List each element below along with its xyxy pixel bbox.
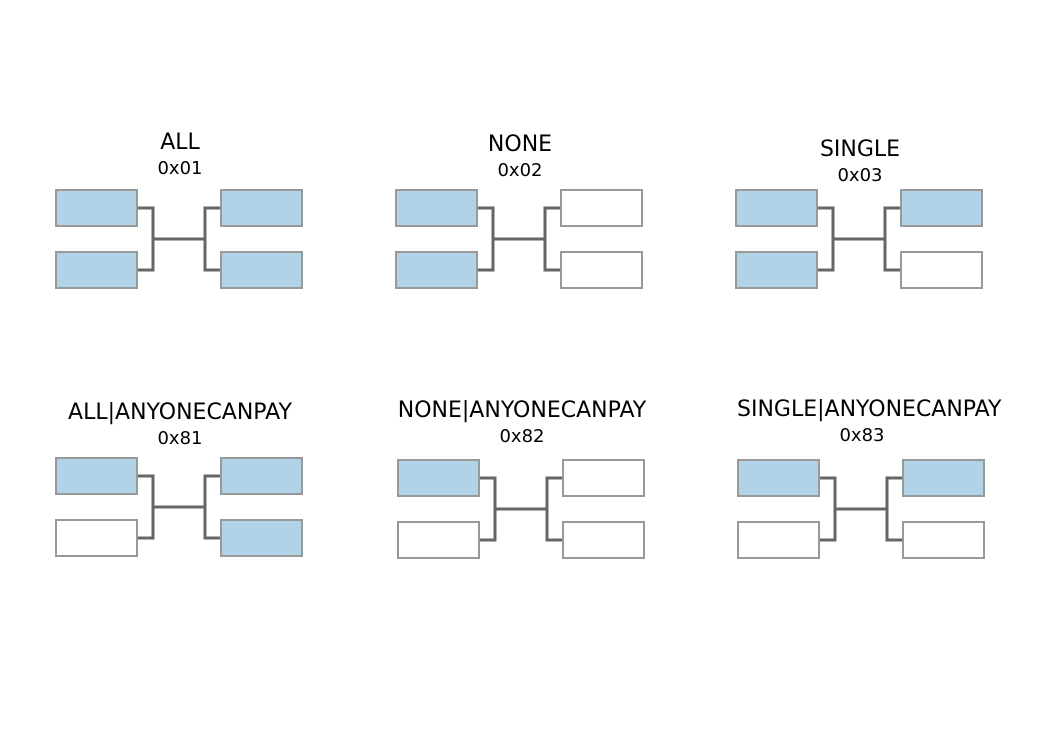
output-box-unsigned [560, 189, 643, 227]
bracket-graphic [735, 189, 983, 289]
output-box-unsigned [560, 251, 643, 289]
outputs-bracket [203, 206, 221, 272]
input-box-signed [735, 189, 818, 227]
panel-code: 0x02 [497, 160, 543, 181]
bracket-graphic [397, 459, 645, 559]
bracket-graphic [55, 189, 303, 289]
sighash-panel: SINGLE|ANYONECANPAY 0x83 [737, 397, 1002, 599]
input-box-signed [395, 189, 478, 227]
panel-title: SINGLE|ANYONECANPAY [737, 397, 1002, 422]
input-box-signed [55, 189, 138, 227]
inputs-bracket [817, 206, 835, 272]
input-box-signed [397, 459, 480, 497]
sighash-panel: NONE 0x02 [395, 134, 645, 334]
outputs-bracket [883, 206, 901, 272]
inputs-bracket [819, 476, 837, 542]
outputs-bracket [203, 474, 221, 540]
panel-code: 0x01 [157, 158, 203, 179]
inputs-bracket [137, 206, 155, 272]
inputs-bracket [479, 476, 497, 542]
panel-title: SINGLE [819, 137, 901, 162]
outputs-bracket [545, 476, 563, 542]
panel-title: NONE [487, 132, 553, 157]
sighash-panel: SINGLE 0x03 [735, 139, 985, 339]
input-box-unsigned [737, 521, 820, 559]
output-box-unsigned [902, 521, 985, 559]
output-box-signed [220, 457, 303, 495]
input-box-unsigned [55, 519, 138, 557]
inputs-bracket [137, 474, 155, 540]
input-box-unsigned [397, 521, 480, 559]
panel-title: NONE|ANYONECANPAY [397, 398, 647, 423]
sighash-panel: ALL 0x01 [55, 132, 305, 332]
output-box-signed [902, 459, 985, 497]
input-box-signed [55, 251, 138, 289]
sighash-panel: ALL|ANYONECANPAY 0x81 [55, 402, 305, 602]
panel-code: 0x82 [499, 426, 545, 447]
input-box-signed [395, 251, 478, 289]
output-box-unsigned [900, 251, 983, 289]
bracket-graphic [55, 457, 303, 557]
input-box-signed [735, 251, 818, 289]
panel-title: ALL|ANYONECANPAY [68, 400, 292, 425]
output-box-unsigned [562, 459, 645, 497]
output-box-signed [220, 519, 303, 557]
output-box-signed [220, 189, 303, 227]
outputs-bracket [543, 206, 561, 272]
output-box-signed [220, 251, 303, 289]
input-box-signed [55, 457, 138, 495]
inputs-bracket [477, 206, 495, 272]
input-box-signed [737, 459, 820, 497]
panel-code: 0x81 [157, 428, 203, 449]
sighash-panel: NONE|ANYONECANPAY 0x82 [397, 400, 647, 600]
output-box-signed [900, 189, 983, 227]
panel-code: 0x03 [837, 165, 883, 186]
panel-code: 0x83 [839, 425, 885, 446]
output-box-unsigned [562, 521, 645, 559]
panel-title: ALL [160, 130, 200, 155]
bracket-graphic [395, 189, 643, 289]
bracket-graphic [737, 459, 985, 559]
outputs-bracket [885, 476, 903, 542]
